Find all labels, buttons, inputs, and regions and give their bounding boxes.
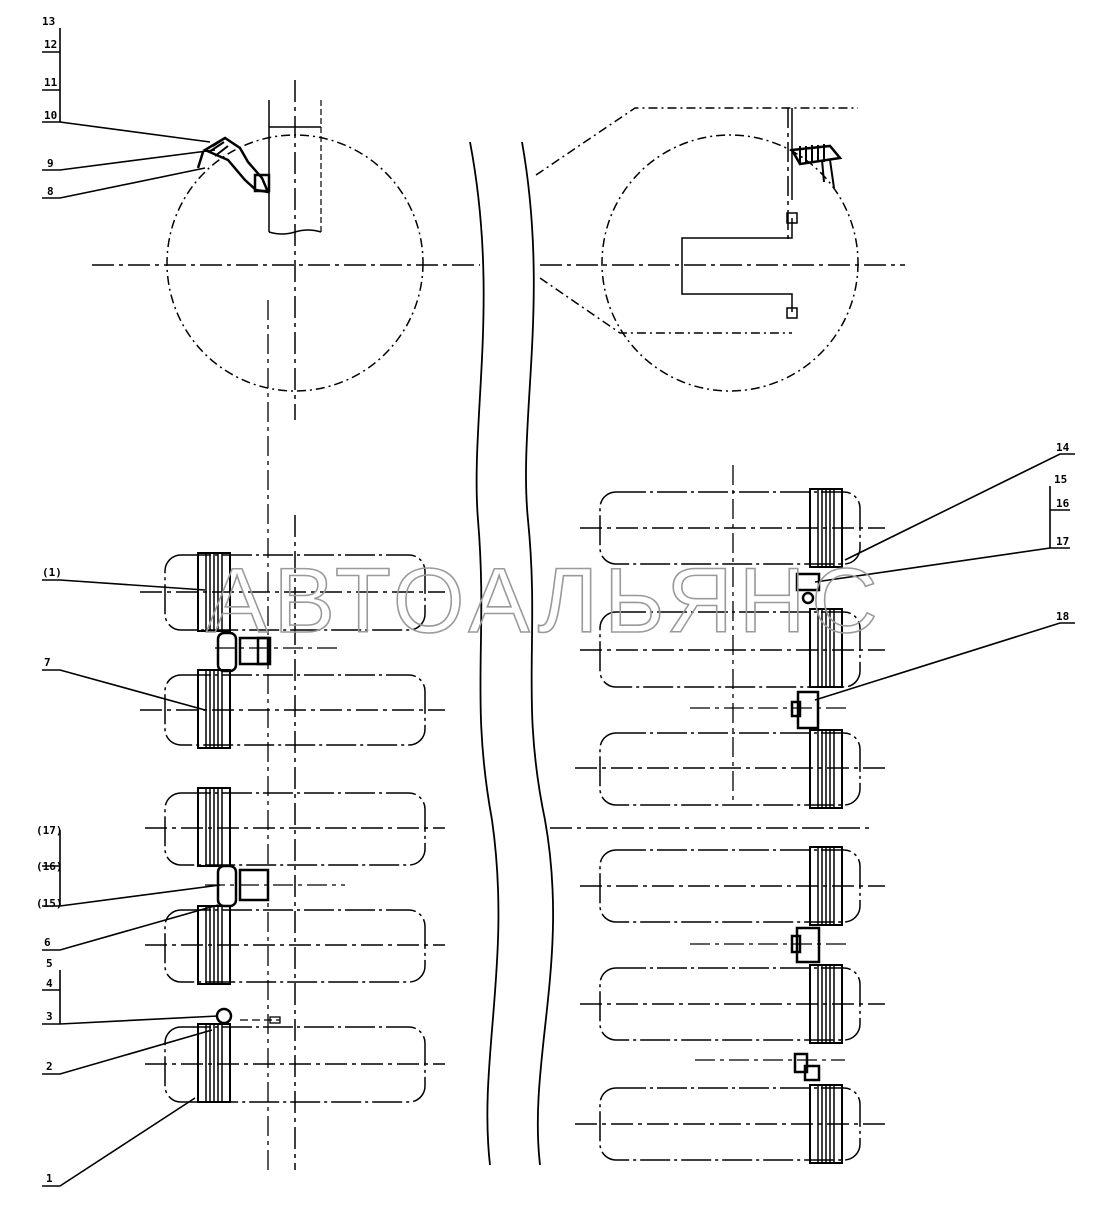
cylinder-l2 [140,669,445,749]
callout-12: 12 [44,38,57,51]
cylinder-r5 [580,964,885,1044]
callout-7: 7 [44,656,51,669]
callout-2: 2 [46,1060,53,1073]
cylinder-r1 [580,488,885,568]
callout-5: 5 [46,957,53,970]
callout-10: 10 [44,109,57,122]
cylinder-l4 [145,905,445,985]
cylinder-l1 [140,552,445,632]
right-cylinder-stack [550,465,885,1164]
callout-15-ref: (15) [36,897,63,910]
callout-16-ref: (16) [36,860,63,873]
callout-11: 11 [44,76,58,89]
watermark: АВТОАЛЬЯНС [206,550,884,652]
cylinder-r6 [575,1084,885,1164]
cylinder-l3 [145,787,445,867]
coupling-right-2 [690,690,850,730]
callout-15: 15 [1054,473,1067,486]
coupling-right-3 [690,926,850,964]
callout-9: 9 [47,157,54,170]
callout-1: 1 [46,1172,53,1185]
cylinder-r3 [575,729,885,809]
callout-8: 8 [47,185,54,198]
wheel-view-left [92,80,480,420]
callout-6: 6 [44,936,51,949]
break-lines [469,141,554,1166]
callout-13: 13 [42,15,55,28]
callout-labels: 13 12 11 10 9 8 14 15 16 17 18 (1) 7 (17… [36,15,1070,1185]
callout-1-ref: (1) [42,566,62,579]
coupling-left-upper [215,631,340,673]
callout-14: 14 [1056,441,1070,454]
callout-17-ref: (17) [36,824,63,837]
cylinder-r2 [580,608,885,688]
cylinder-r4 [580,846,885,926]
coupling-left-lower [205,864,345,908]
callout-18: 18 [1056,610,1069,623]
callout-17: 17 [1056,535,1069,548]
cylinder-l5 [145,1023,445,1103]
coupling-right-4 [695,1052,845,1082]
wheel-view-right [535,107,905,392]
callout-16: 16 [1056,497,1070,510]
plug-left [215,1007,281,1025]
leader-lines [42,28,1075,1187]
left-cylinder-stack [140,300,445,1170]
callout-4: 4 [46,977,53,990]
callout-3: 3 [46,1010,53,1023]
